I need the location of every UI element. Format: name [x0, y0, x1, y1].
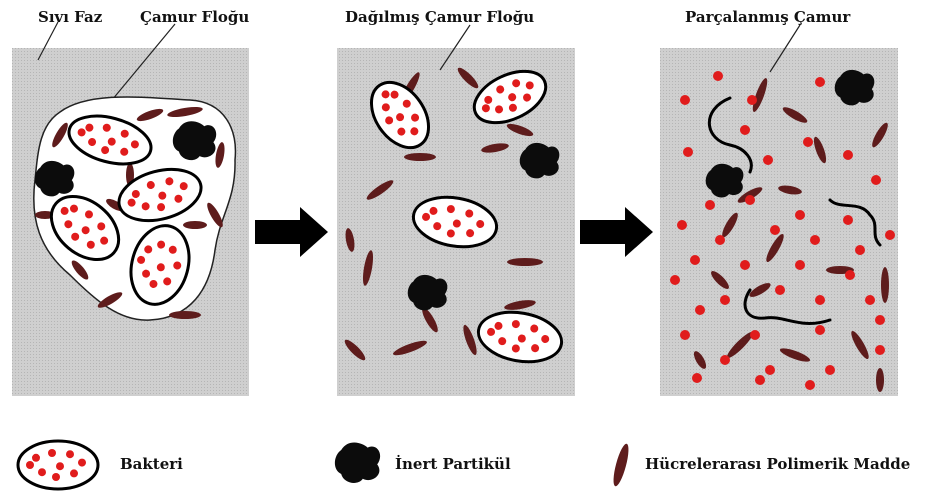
free-bacteria: [815, 325, 825, 335]
eps-rod: [169, 311, 201, 319]
inert-particle: [335, 442, 380, 483]
free-bacteria: [715, 235, 725, 245]
arrow-2: [580, 207, 653, 257]
arrow-1: [255, 207, 328, 257]
eps-rod: [183, 221, 207, 229]
free-bacteria: [775, 285, 785, 295]
free-bacteria: [795, 210, 805, 220]
free-bacteria: [805, 380, 815, 390]
free-bacteria: [677, 220, 687, 230]
free-bacteria: [713, 71, 723, 81]
bacteria-dot: [70, 469, 78, 477]
free-bacteria: [885, 230, 895, 240]
free-bacteria: [815, 295, 825, 305]
free-bacteria: [745, 195, 755, 205]
free-bacteria: [843, 215, 853, 225]
bacteria-cell: [18, 441, 98, 489]
free-bacteria: [810, 235, 820, 245]
eps-rod: [610, 442, 631, 487]
free-bacteria: [865, 295, 875, 305]
free-bacteria: [690, 255, 700, 265]
eps-rod: [881, 267, 889, 303]
free-bacteria: [705, 200, 715, 210]
legend-eps-label: Hücrelerarası Polimerik Madde: [645, 455, 910, 473]
bacteria-dot: [66, 450, 74, 458]
free-bacteria: [875, 345, 885, 355]
free-bacteria: [765, 365, 775, 375]
free-bacteria: [755, 375, 765, 385]
free-bacteria: [747, 95, 757, 105]
free-bacteria: [695, 305, 705, 315]
free-bacteria: [855, 245, 865, 255]
bacteria-dot: [52, 473, 60, 481]
free-bacteria: [825, 365, 835, 375]
bacteria-dot: [38, 468, 46, 476]
free-bacteria: [875, 315, 885, 325]
bacteria-dot: [78, 459, 86, 467]
free-bacteria: [815, 77, 825, 87]
eps-rod: [507, 258, 543, 266]
bacteria-dot: [32, 454, 40, 462]
legend-bacteria-label: Bakteri: [120, 455, 183, 473]
eps-rod: [404, 153, 436, 161]
free-bacteria: [692, 373, 702, 383]
free-bacteria: [683, 147, 693, 157]
free-bacteria: [845, 270, 855, 280]
free-bacteria: [795, 260, 805, 270]
free-bacteria: [720, 355, 730, 365]
free-bacteria: [871, 175, 881, 185]
free-bacteria: [770, 225, 780, 235]
free-bacteria: [680, 330, 690, 340]
free-bacteria: [720, 295, 730, 305]
legend-inert-label: İnert Partikül: [395, 455, 511, 473]
bacteria-dot: [56, 462, 64, 470]
free-bacteria: [750, 330, 760, 340]
free-bacteria: [670, 275, 680, 285]
free-bacteria: [843, 150, 853, 160]
free-bacteria: [680, 95, 690, 105]
free-bacteria: [740, 125, 750, 135]
free-bacteria: [763, 155, 773, 165]
bacteria-dot: [26, 461, 34, 469]
free-bacteria: [740, 260, 750, 270]
eps-rod: [876, 368, 884, 392]
free-bacteria: [803, 137, 813, 147]
bacteria-dot: [48, 449, 56, 457]
